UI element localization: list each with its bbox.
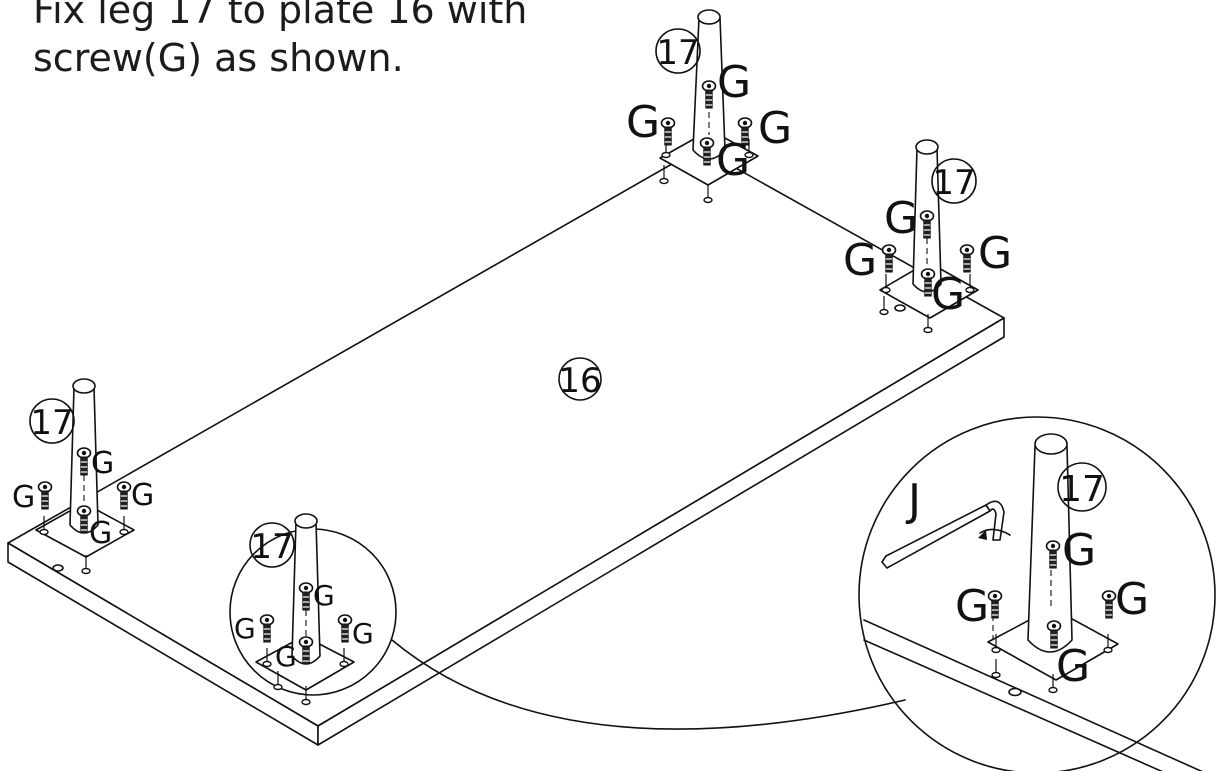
screw-label: G xyxy=(12,480,35,515)
leg-label: 17 xyxy=(1059,469,1105,510)
instruction-line-1: Fix leg 17 to plate 16 with xyxy=(33,0,528,32)
plate-16 xyxy=(7,147,1005,746)
screw-label: G xyxy=(1062,525,1096,576)
screw-label: G xyxy=(626,97,660,148)
screw-label: G xyxy=(717,57,751,108)
part-number-circle xyxy=(655,28,701,74)
screw-label: G xyxy=(716,135,750,186)
leg-label: 17 xyxy=(656,33,699,73)
screw-label: G xyxy=(275,640,297,673)
plate-label: 16 xyxy=(558,361,601,401)
part-number-circle xyxy=(249,522,295,568)
leg-assembly-top xyxy=(659,9,759,204)
part-number-circle xyxy=(1057,462,1107,512)
screw-label: G xyxy=(234,612,256,645)
leg-assembly-right xyxy=(879,139,979,334)
screw-label: G xyxy=(313,579,335,612)
tool-label: J xyxy=(905,475,921,526)
allen-key-J xyxy=(881,500,1011,569)
screw-label: G xyxy=(931,269,965,320)
part-number-circle xyxy=(29,398,75,444)
screw-label: G xyxy=(1115,574,1149,625)
labels: 16 17 17 17 17 17 G G G G G G G G G G G xyxy=(12,28,1149,692)
magnified-detail xyxy=(858,416,1216,771)
screw-label: G xyxy=(1056,641,1090,692)
screw-label: G xyxy=(955,581,989,632)
leg-label: 17 xyxy=(30,403,73,443)
screw-label: G xyxy=(91,446,114,481)
leg-label: 17 xyxy=(250,527,293,567)
part-number-circle xyxy=(931,158,977,204)
screw-label: G xyxy=(131,478,154,513)
leg-assembly-left xyxy=(35,378,135,575)
leg-label: 17 xyxy=(932,163,975,203)
screw-label: G xyxy=(884,193,918,244)
part-number-circle xyxy=(558,357,602,401)
instruction-text: Fix leg 17 to plate 16 with screw(G) as … xyxy=(33,0,527,82)
screw-label: G xyxy=(758,103,792,154)
leg-assembly-front xyxy=(229,513,906,730)
screw-label: G xyxy=(352,617,374,650)
instruction-line-2: screw(G) as shown. xyxy=(33,36,404,80)
screw-label: G xyxy=(843,235,877,286)
screw-label: G xyxy=(89,516,112,551)
screw-label: G xyxy=(978,228,1012,279)
